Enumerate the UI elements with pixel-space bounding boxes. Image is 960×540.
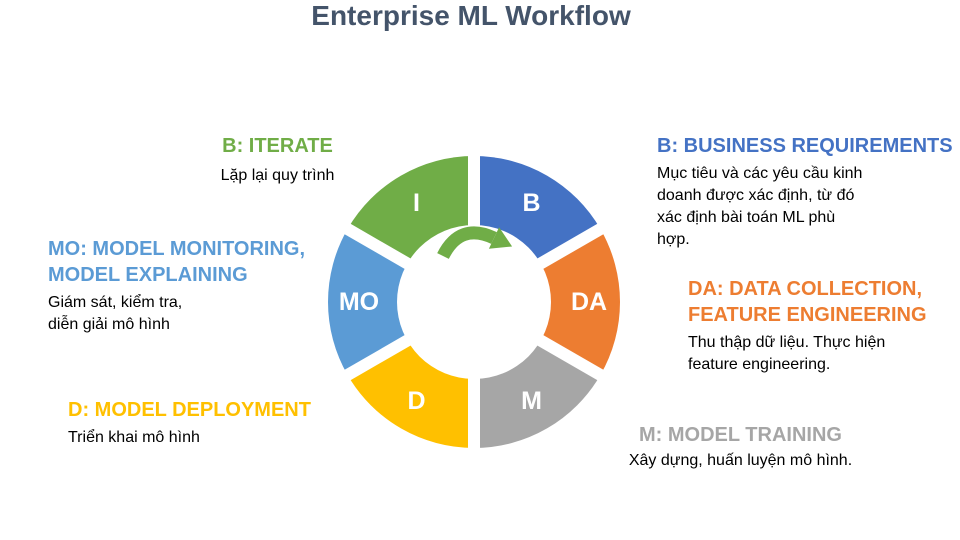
annotation-iterate: B: ITERATE Lặp lại quy trình (160, 133, 395, 187)
annotation-heading: DA: DATA COLLECTION, FEATURE ENGINEERING (688, 278, 927, 326)
annotation-business-requirements: B: BUSINESS REQUIREMENTS Mục tiêu và các… (657, 133, 960, 251)
segment-i-label: I (413, 189, 420, 217)
annotation-body-line: Xây dựng, huấn luyện mô hình. (628, 452, 853, 469)
segment-da-label: DA (571, 288, 607, 316)
annotation-data-collection: DA: DATA COLLECTION, FEATURE ENGINEERING… (688, 276, 960, 376)
annotation-heading: MO: MODEL MONITORING, MODEL EXPLAINING (48, 238, 306, 286)
annotation-body-line: Triển khai mô hình (68, 429, 200, 446)
cycle-diagram: B DA M D MO I (328, 150, 620, 454)
annotation-body-line: doanh được xác định, từ đó (657, 187, 855, 204)
annotation-body-line: Lặp lại quy trình (220, 167, 335, 184)
segment-d-label: D (407, 387, 425, 415)
annotation-model-training: M: MODEL TRAINING Xây dựng, huấn luyện m… (608, 422, 873, 472)
annotation-heading: B: BUSINESS REQUIREMENTS (657, 135, 953, 157)
annotation-body-line: hợp. (657, 231, 690, 248)
annotation-heading: B: ITERATE (222, 135, 333, 157)
annotation-heading: D: MODEL DEPLOYMENT (68, 399, 311, 421)
cycle-arrow-icon (437, 226, 513, 260)
page-title: Enterprise ML Workflow (311, 0, 631, 31)
segment-m-label: M (521, 387, 542, 415)
annotation-body-line: xác định bài toán ML phù (657, 209, 836, 226)
annotation-body-line: Mục tiêu và các yêu cầu kinh (657, 165, 863, 182)
annotation-body-line: Thu thập dữ liệu. Thực hiện (688, 334, 886, 351)
donut-hole (397, 225, 551, 379)
annotation-body-line: diễn giải mô hình (48, 316, 170, 333)
segment-b-label: B (522, 189, 540, 217)
annotation-model-monitoring: MO: MODEL MONITORING, MODEL EXPLAINING G… (48, 236, 343, 336)
annotation-model-deployment: D: MODEL DEPLOYMENT Triển khai mô hình (68, 397, 348, 449)
annotation-body-line: Giám sát, kiểm tra, (48, 294, 183, 311)
annotation-heading: M: MODEL TRAINING (639, 424, 842, 446)
annotation-body-line: feature engineering. (688, 356, 831, 373)
segment-mo-label: MO (339, 288, 379, 316)
